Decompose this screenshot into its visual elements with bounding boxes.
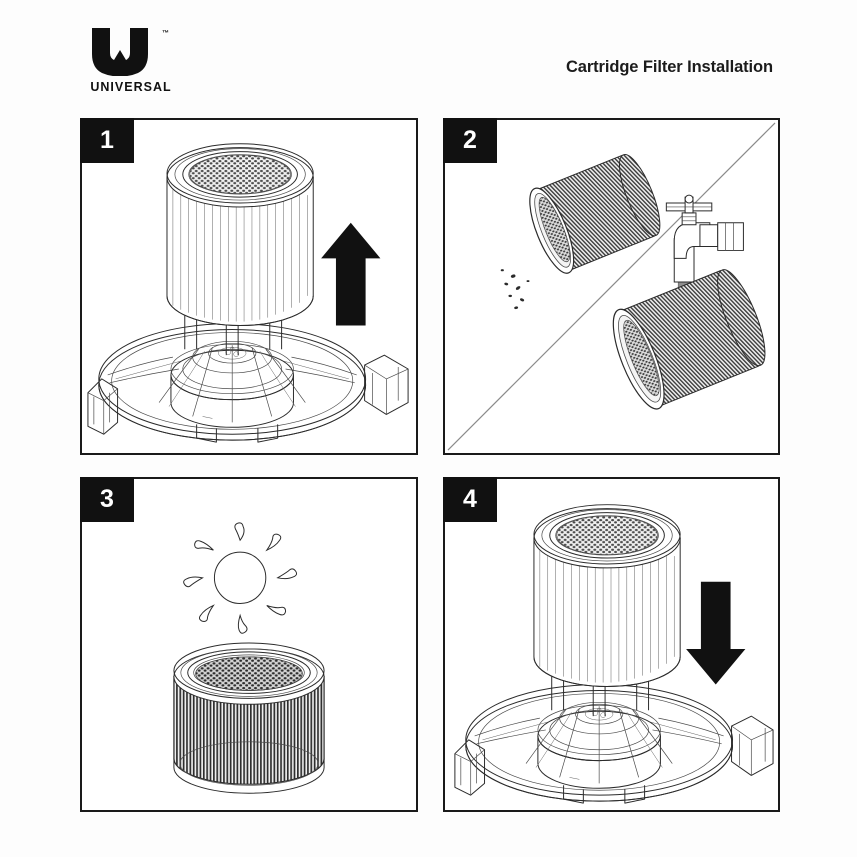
page-title: Cartridge Filter Installation	[565, 58, 773, 76]
arrow-down-icon	[686, 581, 746, 685]
cartridge-filter-upright	[173, 642, 325, 794]
page-header: ™ UNIVERSAL Cartridge Filter Installatio…	[0, 0, 857, 110]
step-1-illustration	[87, 143, 409, 443]
panel-step-3: 3	[80, 477, 418, 812]
step-4-illustration	[454, 504, 774, 804]
step-2-illustration	[447, 122, 776, 451]
brand-wordmark: UNIVERSAL	[90, 80, 172, 94]
rinsed-filter-tilted	[612, 269, 766, 410]
panel-divider	[447, 122, 776, 451]
panel-step-4: 4	[443, 477, 780, 812]
cartridge-filter	[533, 504, 681, 687]
cartridge-filter	[166, 143, 314, 326]
arrow-up-icon	[321, 222, 381, 326]
step-number-badge-2: 2	[443, 118, 497, 163]
dirty-filter-tilted	[529, 154, 661, 274]
step-number-badge-1: 1	[80, 118, 134, 163]
step-number-badge-4: 4	[443, 477, 497, 522]
brand-logo: ™ UNIVERSAL	[76, 28, 186, 106]
step-number-badge-3: 3	[80, 477, 134, 522]
debris-particles	[500, 269, 530, 310]
step-3-illustration	[173, 522, 325, 794]
trademark-symbol: ™	[162, 30, 169, 37]
panel-step-1: 1	[80, 118, 418, 455]
sun-icon	[183, 522, 298, 634]
panel-step-2: 2	[443, 118, 780, 455]
universal-u-logo-icon	[92, 28, 148, 76]
